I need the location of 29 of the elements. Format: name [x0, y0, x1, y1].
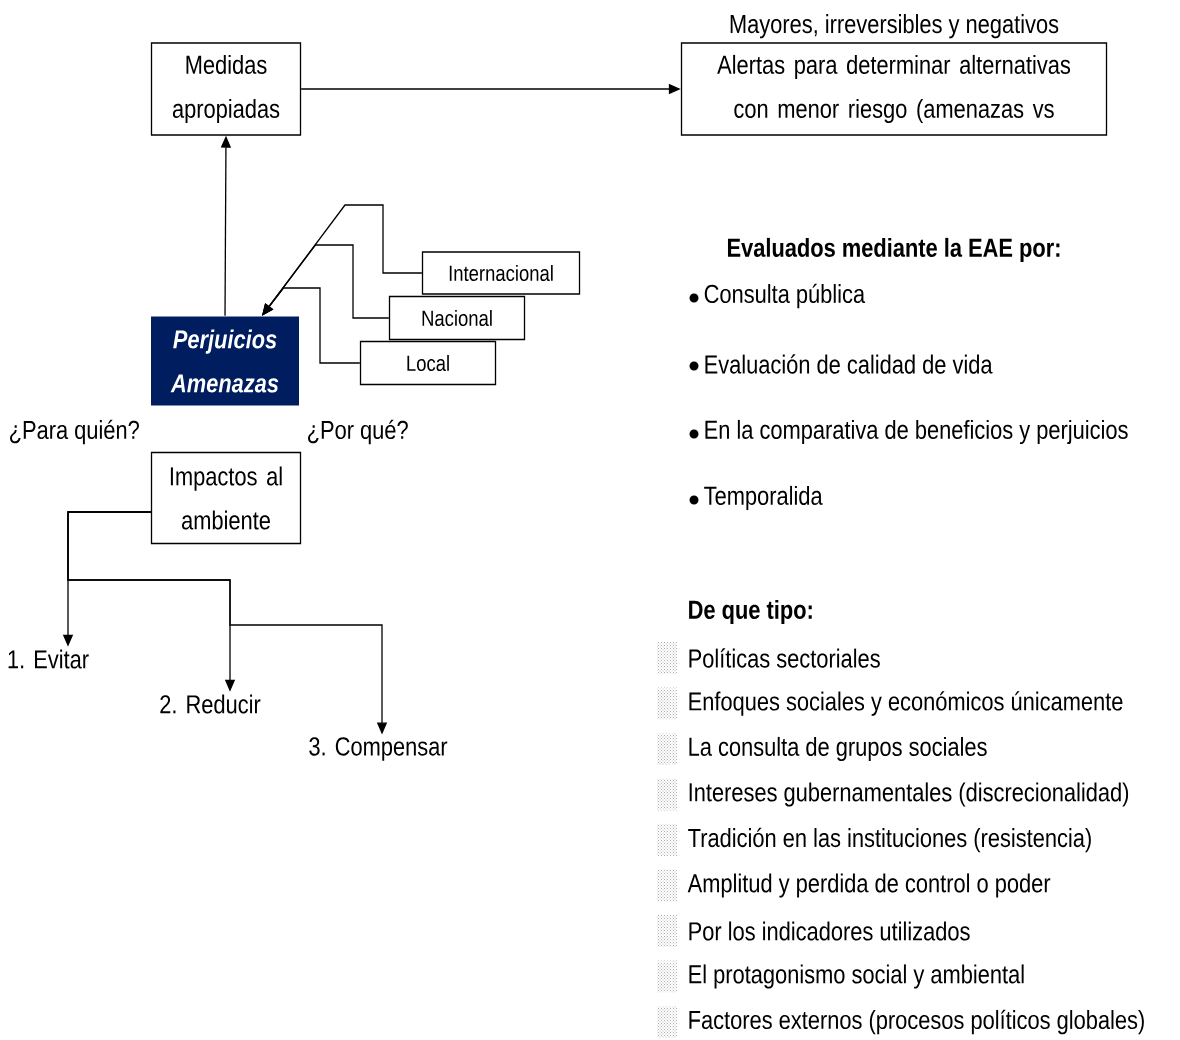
heading: De que tipo: [689, 599, 812, 625]
heading: Evaluados mediante la EAE por: [728, 237, 1060, 263]
list-item: Políticas sectoriales [689, 648, 880, 668]
list-item: En la comparativa de beneficios y perjuicios [705, 419, 1128, 445]
list-item: La consulta de grupos sociales [689, 736, 987, 762]
list-item: Intereses gubernamentales (discrecionalidad) [689, 782, 1129, 807]
arrow [262, 287, 361, 364]
question-label: ¿Para quién? [10, 419, 139, 445]
process-box: Alertas para determinar alternativas con menor riesgo (amenazas vs [680, 42, 1108, 136]
highlight-box: Perjuicios Amenazas [151, 316, 299, 406]
process-box: Medidas apropiadas [150, 42, 302, 136]
option-text: 1. Evitar [8, 649, 89, 669]
process-box: Impactos al ambiente [150, 451, 302, 545]
list-item: Tradición en las instituciones (resistencia) [688, 827, 1091, 853]
list-item: Evaluación de calidad de vida [705, 354, 993, 374]
level-box: Internacional [421, 251, 581, 295]
option-text: 2. Reducir [160, 694, 261, 714]
list-item: Temporalida [704, 485, 823, 511]
option-text: 3. Compensar [309, 737, 448, 761]
list-item: Consulta pública [704, 283, 866, 309]
list-item: Amplitud y perdida de control o poder [687, 873, 1051, 898]
level-box: Local [359, 340, 497, 386]
list-item: Por los indicadores utilizados [689, 921, 970, 941]
list-item: Factores externos (procesos políticos globales) [689, 1009, 1144, 1035]
list-item: El protagonismo social y ambiental [689, 964, 1024, 989]
question-label: ¿Por qué? [308, 419, 408, 445]
box-heading: Mayores, irreversibles y negativos [730, 14, 1059, 39]
list-item: Enfoques sociales y económicos únicamente [689, 691, 1123, 716]
level-box: Nacional [388, 295, 526, 341]
